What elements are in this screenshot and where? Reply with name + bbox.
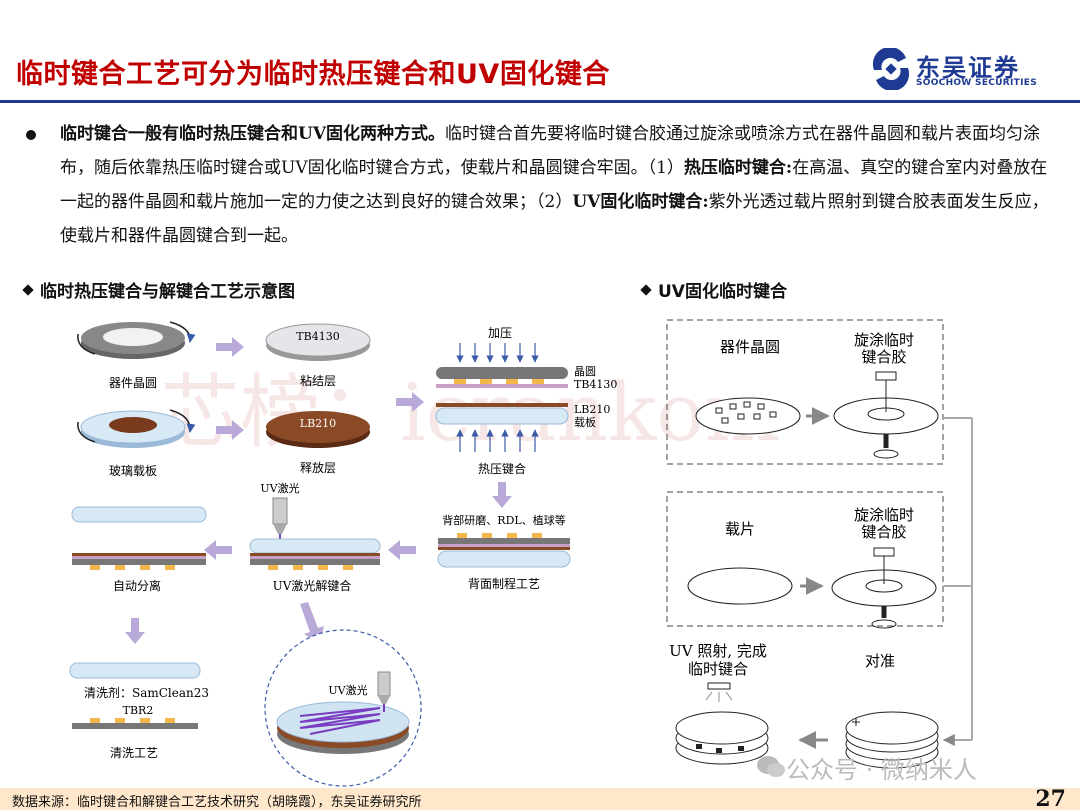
label-cleaner: 清洗剂：SamClean23 — [84, 685, 209, 700]
uv-laser-zoom-figure — [264, 629, 422, 787]
header-rule — [0, 100, 1080, 103]
r-device-wafer-figure — [695, 397, 801, 435]
separated-stack-figure — [71, 506, 207, 570]
watermark-text: 公众号 · 微纳米人 — [786, 756, 977, 784]
label-r-align: 对准 — [865, 652, 895, 670]
tb4130-wafer-figure — [265, 323, 371, 361]
label-r-spin2b: 键合胶 — [861, 523, 906, 541]
r-spin-wafer-2-figure — [831, 547, 937, 629]
r-spin-wafer-1-figure — [833, 371, 939, 459]
label-carrier: 载板 — [574, 415, 596, 429]
backside-stack-figure — [437, 533, 571, 568]
glass-carrier-figure — [77, 409, 196, 448]
label-r-uv-done-a: UV 照射, 完成 — [669, 642, 767, 660]
intro-text-3: 紫外光透过载片照射到键合胶表面发生反应，使载片和器件晶圆键合到一起。 — [60, 192, 1049, 246]
logo-subtitle: SOOCHOW SECURITIES — [916, 78, 1037, 88]
label-r-spin1b: 键合胶 — [861, 348, 906, 366]
left-section-title: 临时热压键合与解键合工艺示意图 — [22, 277, 295, 302]
label-uv-debond: UV激光解键合 — [273, 578, 352, 593]
right-section-title: UV固化临时键合 — [640, 277, 787, 302]
logo-name: 东吴证券 — [916, 54, 1020, 82]
label-tbr2: TBR2 — [123, 704, 154, 717]
bonded-stack-figure — [435, 367, 569, 425]
label-r-device-wafer: 器件晶圆 — [720, 338, 780, 356]
intro-text-2: 在高温、真空的键合室内对叠放在一起的器件晶圆和载片施加一定的力使之达到良好的键合… — [60, 158, 1048, 212]
label-press: 加压 — [488, 326, 512, 340]
press-arrows-top — [456, 343, 539, 363]
label-r-spin1a: 旋涂临时 — [854, 331, 914, 349]
label-backside-steps: 背部研磨、RDL、植球等 — [442, 513, 565, 527]
arrow-down-diagonal — [300, 602, 324, 644]
header: 临时键合工艺可分为临时热压键合和UV固化键合 东吴证券 SOOCHOW SECU… — [0, 0, 1080, 100]
soochow-logo-icon — [872, 48, 910, 90]
arrow-left-2 — [204, 540, 232, 560]
label-auto-separation: 自动分离 — [113, 578, 161, 593]
lb210-wafer-figure — [266, 411, 370, 448]
r-uv-lamp-figure — [705, 682, 733, 702]
footer: 数据来源：临时键合和解键合工艺技术研究（胡晓霞），东吴证券研究所 27 — [0, 786, 1080, 812]
r-carrier-figure — [687, 567, 793, 605]
cleaned-carrier-figure — [69, 662, 201, 679]
arrow-down-1 — [492, 482, 512, 508]
footer-source: 数据来源：临时键合和解键合工艺技术研究（胡晓霞），东吴证券研究所 — [12, 795, 422, 810]
label-wafer: 晶圆 — [574, 365, 596, 378]
device-wafer-figure — [77, 321, 196, 359]
label-glass-carrier: 玻璃载板 — [109, 464, 157, 478]
cleaned-wafer-figure — [72, 718, 198, 729]
label-lb210-right: LB210 — [574, 403, 610, 416]
wechat-icon — [757, 756, 785, 777]
label-device-wafer: 器件晶圆 — [109, 376, 157, 390]
label-uv-laser: UV激光 — [260, 481, 299, 495]
r-align-stack-figure — [845, 711, 939, 769]
process-diagram: 芯榜：icrankom 器件晶圆 TB4130 粘结层 玻璃载板 LB210 释… — [69, 319, 973, 787]
label-uv-laser-zoom: UV激光 — [328, 683, 367, 697]
arrow-right-2 — [216, 420, 244, 440]
r-bonded-stack-figure — [675, 711, 769, 765]
label-adhesive-layer: 粘结层 — [300, 373, 336, 388]
diamond-icon — [22, 284, 34, 296]
label-r-carrier: 载片 — [725, 520, 755, 538]
label-lb210: LB210 — [300, 417, 336, 430]
bullet-dot — [26, 130, 36, 140]
page-title: 临时键合工艺可分为临时热压键合和UV固化键合 — [16, 59, 610, 90]
label-tb4130: TB4130 — [296, 330, 339, 343]
label-tb4130-right: TB4130 — [574, 378, 617, 391]
label-thermo-bond: 热压键合 — [478, 461, 526, 476]
arrow-down-2 — [125, 618, 145, 644]
arrow-left-1 — [388, 540, 416, 560]
arrow-right-3 — [396, 392, 424, 412]
brand-logo: 东吴证券 SOOCHOW SECURITIES — [870, 48, 1070, 92]
uv-step2-box — [666, 491, 944, 627]
intro-text-1: 临时键合首先要将临时键合胶通过旋涂或喷涂方式在器件晶圆和载片表面均匀涂布，随后依… — [60, 124, 1041, 178]
lead-bold: 临时键合一般有临时热压键合和UV固化两种方式。 — [60, 124, 446, 144]
arrow-right-1 — [216, 337, 244, 357]
label-release-layer: 释放层 — [300, 460, 336, 475]
label-r-uv-done-b: 临时键合 — [688, 660, 748, 678]
press-arrows-bottom — [456, 429, 539, 452]
intro-paragraph: 临时键合一般有临时热压键合和UV固化两种方式。临时键合首先要将临时键合胶通过旋涂… — [24, 117, 1064, 253]
page-number: 27 — [1035, 786, 1066, 812]
label-backside-process: 背面制程工艺 — [468, 576, 540, 591]
thermo-bold: 热压临时键合: — [683, 158, 793, 178]
label-clean-process: 清洗工艺 — [110, 746, 158, 760]
diamond-icon — [640, 284, 652, 296]
debond-stack-figure — [249, 538, 381, 570]
uv-bold: UV固化临时键合: — [572, 192, 709, 212]
label-r-spin2a: 旋涂临时 — [854, 506, 914, 524]
